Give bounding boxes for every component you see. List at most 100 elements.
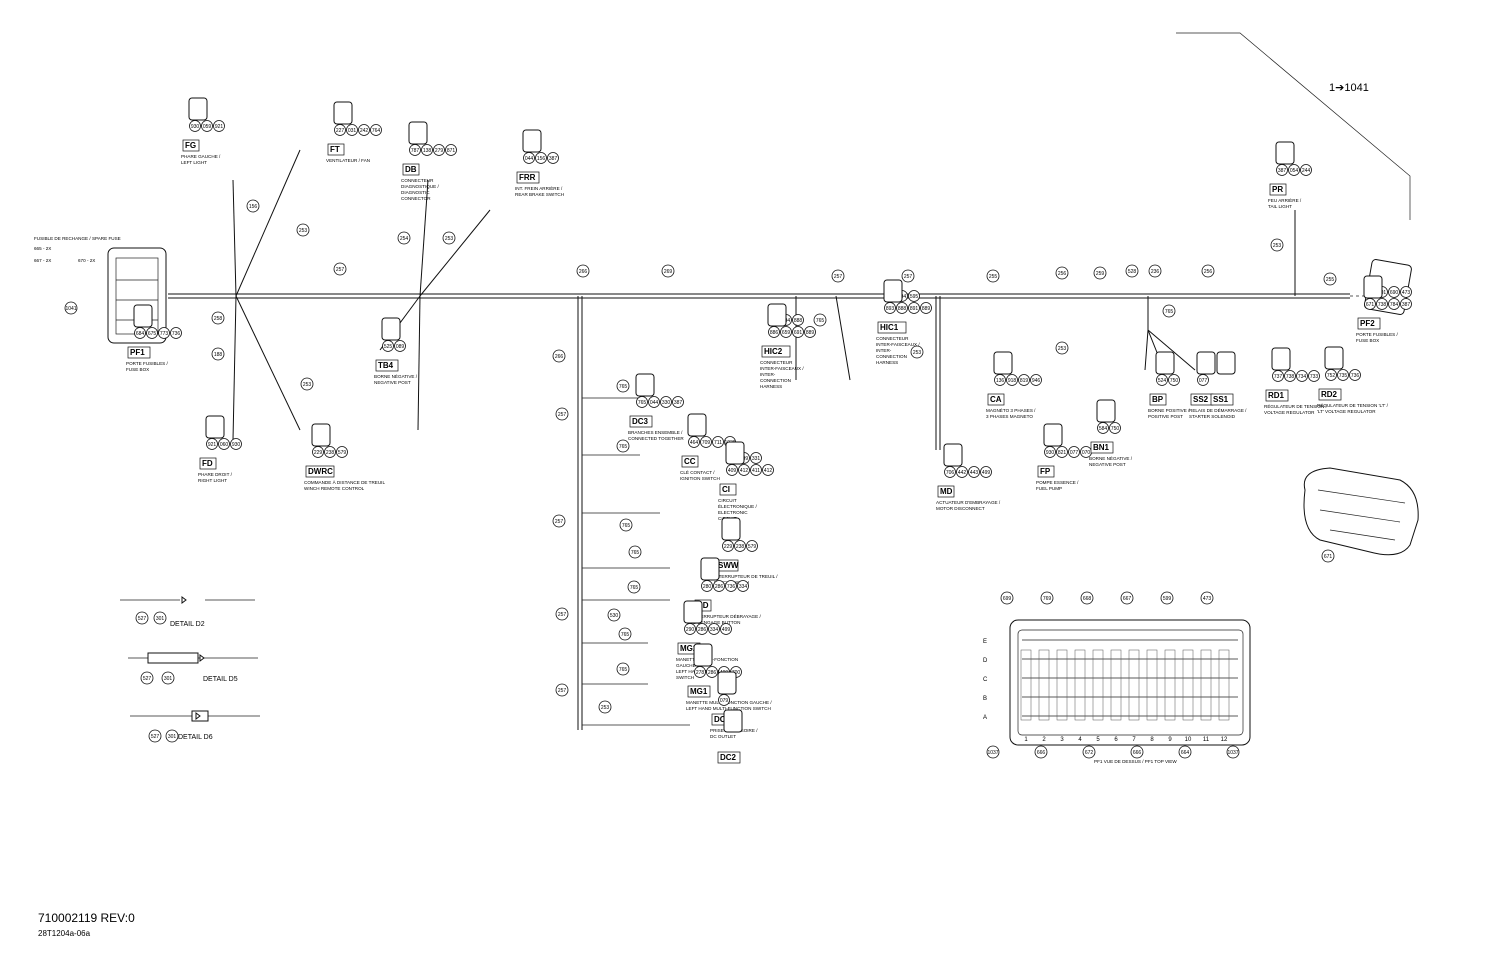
segment-bubble	[246, 199, 260, 213]
segment-label: 266	[576, 264, 590, 278]
segment-number: 253	[1058, 346, 1067, 352]
part-bubble	[535, 152, 547, 164]
segment-label: 765	[618, 627, 632, 641]
component-description: ELECTRONIC	[718, 510, 748, 515]
component-description: DC OUTLET	[710, 734, 736, 739]
component-connector	[188, 97, 208, 121]
component-code: DWRC	[308, 467, 333, 476]
part-number: 387	[1402, 302, 1411, 308]
detail-d2-part-1: 527	[138, 616, 147, 622]
segment-bubble	[1270, 238, 1284, 252]
part-bubble	[218, 438, 230, 450]
part-number: 888	[898, 306, 907, 312]
part-bubble	[324, 446, 336, 458]
segment-number: 256	[1058, 271, 1067, 277]
component-description: CONNECTEUR	[876, 336, 909, 341]
segment-number: 253	[601, 705, 610, 711]
component-description: CONNECTED TOGETHER	[628, 436, 684, 441]
part-bubble	[700, 436, 712, 448]
part-number: 691	[794, 330, 803, 336]
part-number: 499	[722, 627, 731, 633]
detail-d6-part-2: 301	[168, 734, 177, 740]
component-description: WINCH REMOTE CONTROL	[304, 486, 365, 491]
component-code-box	[687, 685, 711, 698]
pf1-spare-title: FUSIBLE DE RECHANGE / SPARE FUSE	[34, 236, 121, 241]
top-view-part-bubble	[1130, 745, 1144, 759]
segment-number: 530	[610, 613, 619, 619]
part-number: 706	[946, 470, 955, 476]
segment-label: 156	[246, 199, 260, 213]
segment-number: 765	[816, 318, 825, 324]
component-connector	[381, 317, 401, 341]
top-view-fuse-slot	[1128, 649, 1140, 721]
component-description: DISENGAGE BUTTON	[693, 620, 740, 625]
component-description: INTER-	[876, 348, 892, 353]
component-description: DIAGNOSTIQUE /	[401, 184, 439, 189]
component-description: RÉGULATEUR DE TENSION 'LT' /	[1317, 402, 1389, 408]
detail-d6-label: DETAIL D6	[178, 734, 213, 741]
top-view-part-number: 667	[1123, 596, 1132, 602]
segment-label: 1041	[64, 301, 78, 315]
top-view-col-label: 3	[1060, 737, 1064, 743]
component-description: CONNECTEUR	[760, 360, 793, 365]
part-number: 918	[1008, 378, 1017, 384]
part-number: 659	[782, 330, 791, 336]
top-view-part-bubble	[1000, 591, 1014, 605]
document-subreference: 28T1204a-06a	[38, 929, 91, 938]
component-description: INTERRUPTEUR DÉBRAYAGE /	[693, 613, 761, 619]
component-description: IGNITION SWITCH	[680, 476, 720, 481]
component-code-box	[127, 346, 151, 359]
segment-number: 188	[214, 352, 223, 358]
segment-label: 259	[1093, 266, 1107, 280]
component-description: INT. FREIN ARRIÈRE /	[515, 185, 563, 191]
top-view-row-label: E	[983, 639, 987, 645]
component-code-box	[199, 457, 217, 470]
segment-label: 253	[442, 231, 456, 245]
component-connector	[883, 279, 903, 303]
part-number: 893	[886, 306, 895, 312]
part-number: 889	[922, 306, 931, 312]
top-view-part-number: 1037	[1227, 750, 1238, 756]
part-bubble	[737, 580, 749, 592]
segment-number: 765	[630, 585, 639, 591]
part-number: 734	[1298, 374, 1307, 380]
detail-d6-part-1: 527	[151, 734, 160, 740]
part-bubble	[1068, 446, 1080, 458]
top-view-col-label: 7	[1132, 737, 1136, 743]
segment-bubble	[211, 347, 225, 361]
part-number: 711	[714, 440, 722, 446]
part-bubble	[213, 120, 225, 132]
part-number: 819	[1020, 378, 1029, 384]
part-bubble	[358, 124, 370, 136]
segment-label: 254	[397, 231, 411, 245]
component-connector	[1271, 347, 1291, 371]
part-number: 286	[698, 627, 707, 633]
component-description: TAIL LIGHT	[1268, 204, 1292, 209]
component-code: FG	[185, 141, 196, 150]
segment-number: 765	[631, 550, 640, 556]
part-bubble	[1376, 298, 1388, 310]
component-connector	[635, 373, 655, 397]
top-view-col-label: 2	[1042, 737, 1046, 743]
component-code: DB	[405, 165, 417, 174]
part-bubble	[201, 120, 213, 132]
component-code: PR	[1272, 185, 1283, 194]
component-description: VENTILATEUR / FAN	[326, 158, 370, 163]
component-description: REAR BRAKE SWITCH	[515, 192, 564, 197]
component-description: 3 PHASES MAGNETO	[986, 414, 1033, 419]
component-code-box	[717, 751, 741, 764]
part-number: 059	[203, 124, 212, 130]
part-bubble	[804, 326, 816, 338]
top-view-part-number: 599	[1163, 596, 1172, 602]
segment-bubble	[627, 580, 641, 594]
top-view-fuse-slot	[1020, 649, 1032, 721]
component-description: PORTE FUSIBLES /	[1356, 332, 1399, 337]
segment-label: 258	[211, 311, 225, 325]
component-code: DC1	[714, 715, 731, 724]
component-connector	[723, 709, 743, 733]
part-bubble	[547, 152, 559, 164]
